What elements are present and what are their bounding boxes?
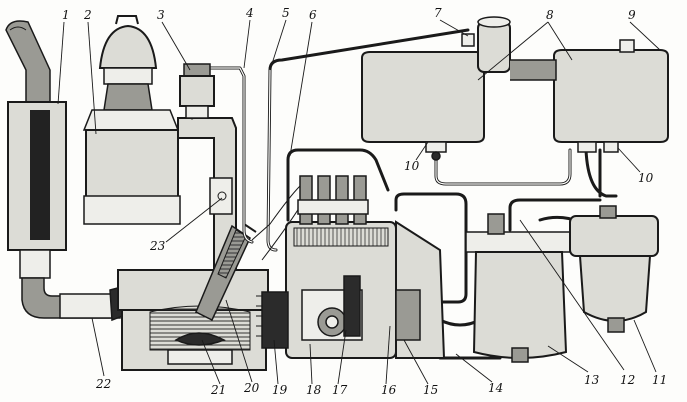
air-cleaner	[82, 15, 181, 225]
label-2: 2	[83, 8, 92, 22]
fuel-tank-right	[553, 39, 669, 153]
fuel-tank-left	[361, 51, 485, 161]
leader-lines	[57, 19, 661, 385]
label-16: 16	[381, 383, 397, 397]
label-4: 4	[245, 6, 254, 20]
label-7: 7	[434, 6, 442, 20]
tank-filler-neck	[461, 16, 557, 81]
label-9: 9	[628, 8, 636, 22]
label-12: 12	[620, 373, 635, 387]
label-17: 17	[332, 383, 348, 397]
coarse-filter-13	[465, 213, 571, 363]
fine-filter-11	[569, 205, 659, 333]
label-5: 5	[282, 6, 290, 20]
engine-cylinder-head	[117, 269, 269, 371]
label-10-left: 10	[404, 159, 420, 173]
label-18: 18	[306, 383, 322, 397]
label-6: 6	[309, 8, 317, 22]
label-1: 1	[62, 8, 70, 22]
label-14: 14	[488, 381, 503, 395]
label-15: 15	[423, 383, 438, 397]
label-19: 19	[272, 383, 288, 397]
label-22: 22	[95, 377, 111, 391]
label-3: 3	[157, 8, 165, 22]
label-10-right: 10	[638, 171, 654, 185]
injection-pump	[285, 175, 446, 359]
part-labels: 1 2 3 4 5 6 7 8 9 10 10 11 12 13 14 15 1…	[62, 6, 667, 397]
fine-filter-3	[179, 63, 215, 119]
label-20: 20	[243, 381, 260, 395]
intake-manifold	[177, 117, 237, 271]
label-11: 11	[652, 373, 667, 387]
label-23: 23	[149, 239, 166, 253]
label-21: 21	[210, 383, 226, 397]
label-8: 8	[546, 8, 554, 22]
label-13: 13	[584, 373, 600, 387]
